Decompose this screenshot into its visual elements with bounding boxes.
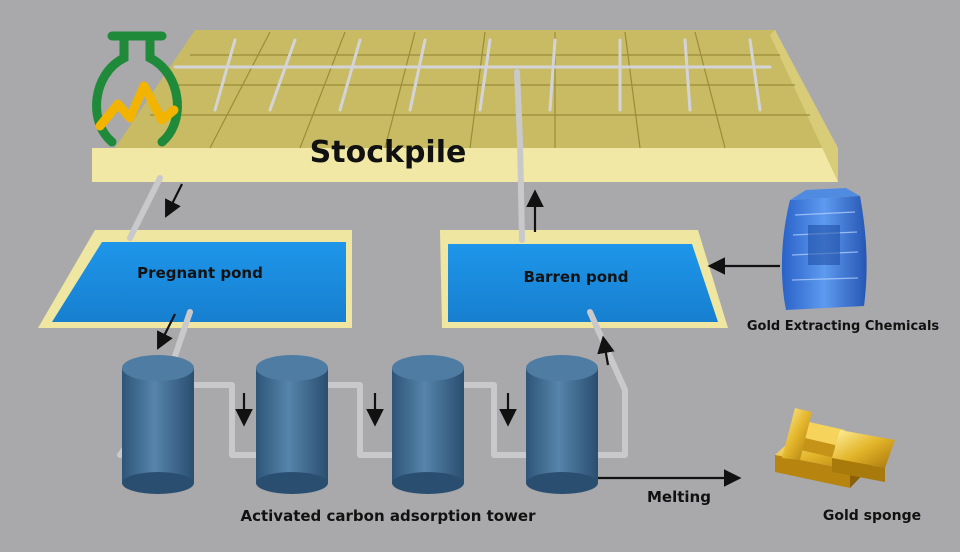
barren-pond-label: Barren pond <box>524 268 629 286</box>
tower-2 <box>256 355 328 494</box>
flask-mountain-logo <box>92 31 182 147</box>
chemicals-label: Gold Extracting Chemicals <box>747 319 940 334</box>
arrow-pregnant-to-towers <box>157 313 176 350</box>
stockpile-side <box>770 30 838 182</box>
pipe-stockpile-to-pregnant <box>127 175 163 241</box>
pregnant-pond: Pregnant pond <box>38 230 352 328</box>
stockpile: Stockpile <box>92 30 838 182</box>
flow-arrows <box>157 183 780 487</box>
arrow-stockpile-to-pregnant <box>165 183 183 218</box>
gold-label: Gold sponge <box>823 508 921 524</box>
adsorption-towers: Activated carbon adsorption tower <box>122 355 598 525</box>
melting-label: Melting <box>647 488 711 506</box>
pipe-tower-3-4 <box>451 382 533 458</box>
gold-bars-icon <box>775 408 895 488</box>
spray-pipes <box>173 38 772 112</box>
towers-label: Activated carbon adsorption tower <box>240 507 536 525</box>
barren-pond: Barren pond <box>440 230 728 328</box>
pipe-tower-2-3 <box>315 382 403 458</box>
tower-4 <box>526 355 598 494</box>
stockpile-label: Stockpile <box>310 135 467 170</box>
arrow-tower-to-barren <box>597 335 615 366</box>
chemical-bag-icon <box>781 188 867 310</box>
tower-3 <box>392 355 464 494</box>
stockpile-front <box>92 148 838 182</box>
tower-1 <box>122 355 194 494</box>
pregnant-pond-label: Pregnant pond <box>137 264 263 282</box>
pipe-tower-1-2 <box>187 382 271 458</box>
pipe-barren-to-stockpile <box>514 69 525 243</box>
